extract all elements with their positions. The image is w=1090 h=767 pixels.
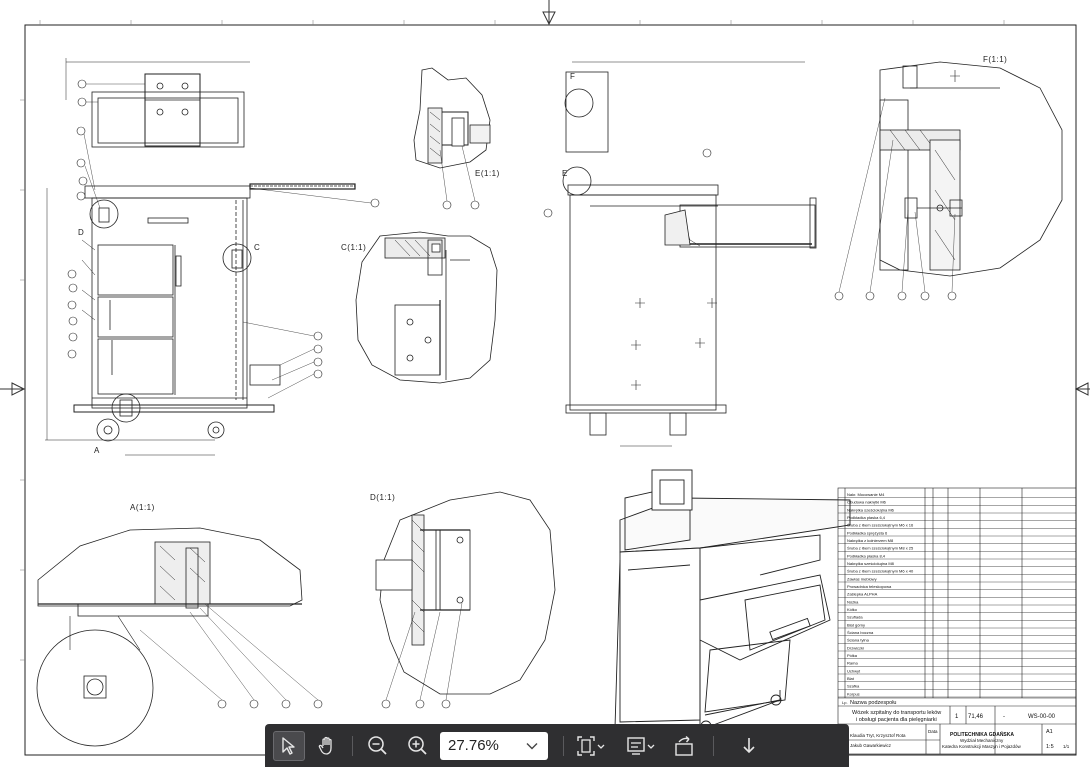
detail-c — [355, 231, 498, 384]
parts-list-item: Nakr. Mocowanie M4 — [847, 492, 885, 497]
zoom-level-value: 27.76% — [448, 737, 499, 754]
download-button[interactable] — [733, 731, 765, 761]
select-tool-button[interactable] — [273, 730, 305, 761]
isometric-view — [614, 469, 851, 732]
faculty-name: Wydział Mechaniczny — [960, 738, 1004, 743]
fit-page-icon — [577, 735, 605, 756]
detail-e — [413, 67, 491, 169]
title-dash: - — [1003, 714, 1005, 720]
parts-list-item: Zawias meblowy — [847, 576, 877, 581]
university-name: POLITECHNIKA GDAŃSKA — [950, 730, 1014, 738]
parts-list-item: Zaślepka ALPHA — [847, 592, 878, 597]
parts-list-item: Nakrętka z kołnierzem M8 — [847, 538, 894, 543]
parts-list-item: Nakrętka sześciokątna M8 — [847, 561, 895, 566]
toolbar-separator — [563, 735, 564, 756]
rotate-button[interactable] — [669, 731, 701, 761]
side-view — [562, 61, 817, 447]
pdf-toolbar: 27.76% — [265, 724, 849, 767]
zoom-level-dropdown[interactable]: 27.76% — [440, 731, 548, 760]
front-view — [45, 58, 356, 456]
parts-list-item: Kółko — [847, 607, 858, 612]
parts-list-item: Nóżka — [847, 599, 859, 604]
parts-list-item: Śruba z łbem sześciokątnym M8 x 25 — [847, 546, 914, 551]
parts-list-item: Korpus — [847, 691, 860, 696]
front-view-balloons — [67, 79, 380, 379]
parts-list-item: Drzwiczki — [847, 645, 864, 650]
fit-page-button[interactable] — [573, 731, 609, 761]
drawing-number: WS-00-00 — [1028, 714, 1056, 720]
zoom-out-button[interactable] — [362, 731, 394, 761]
title-line-2: i obsługi pacjenta dla pielęgniarki — [856, 717, 937, 723]
parts-list-item: Szafka — [847, 684, 860, 689]
toolbar-separator — [352, 735, 353, 756]
detail-e-label: E(1:1) — [475, 169, 500, 178]
parts-list-item: Blat — [847, 676, 855, 681]
detail-e-balloons — [442, 200, 480, 210]
page-layout-icon — [627, 736, 655, 755]
detail-d-balloons — [381, 699, 451, 709]
zoom-in-icon — [408, 735, 427, 755]
chevron-down-icon — [526, 742, 538, 749]
parts-list-item: Rama — [847, 661, 858, 666]
detail-d-label: D(1:1) — [370, 493, 395, 502]
detail-a-label: A(1:1) — [130, 503, 155, 512]
department-name: Katedra Konstrukcji Maszyn i Pojazdów — [942, 744, 1022, 749]
detail-f-balloons — [834, 291, 957, 301]
parts-list-item: Podkładka płaska 8,4 — [847, 553, 886, 558]
title-line-1: Wózek szpitalny do transportu leków — [852, 710, 941, 716]
detail-f-label: F(1:1) — [983, 55, 1007, 64]
title-mass: 71,46 — [968, 714, 984, 720]
detail-f — [879, 61, 1063, 277]
title-block — [838, 697, 1076, 754]
page-view-button[interactable] — [623, 731, 659, 761]
side-view-balloons — [543, 148, 712, 218]
rotate-icon — [675, 735, 693, 756]
zoom-out-icon — [368, 735, 387, 755]
download-arrow-icon — [743, 737, 755, 753]
parts-list-item: Szuflada — [847, 615, 863, 620]
parts-list — [837, 487, 1077, 755]
sheet-value: 1/1 — [1063, 744, 1070, 749]
parts-list-item: Śruba z łbem sześciokątnym M6 x 16 — [847, 523, 914, 528]
pan-tool-button[interactable] — [311, 731, 343, 761]
zoom-in-button[interactable] — [402, 731, 434, 761]
scale-value: 1:5 — [1046, 744, 1054, 750]
detail-a — [36, 527, 303, 747]
parts-list-rows: Nakr. Mocowanie M4 Obudowa nakrętki M6 Nak… — [838, 492, 1076, 698]
parts-list-item: Uchwyt — [847, 668, 861, 673]
view-marker-d: D — [78, 228, 84, 237]
detail-a-balloons — [217, 699, 323, 709]
parts-list-item: Nakrętka sześciokątna M6 — [847, 507, 895, 512]
parts-list-item: Śruba z łbem sześciokątnym M6 x 40 — [847, 569, 914, 574]
checker-name: Jakub Gawarkiewicz — [850, 743, 892, 748]
view-marker-c: C — [254, 243, 260, 252]
hand-icon — [318, 736, 332, 755]
title-lp-label: Lp. — [842, 700, 848, 705]
detail-d — [375, 491, 556, 695]
parts-list-item: Obudowa nakrętki M6 — [847, 500, 887, 505]
parts-list-item: Podkładka płaska 6,4 — [847, 515, 886, 520]
toolbar-separator — [713, 735, 714, 756]
view-marker-a: A — [94, 446, 100, 455]
designer-name: Klaudia Tryt, Krzysztof Rota — [850, 733, 906, 738]
detail-c-label: C(1:1) — [341, 243, 366, 252]
parts-list-item: Ściana tylna — [847, 638, 870, 643]
parts-list-item: Półka — [847, 653, 858, 658]
parts-list-item: Prowadnica teleskopowa — [847, 584, 892, 589]
format-value: A1 — [1046, 729, 1053, 735]
parts-list-item: Podkładka sprężysta 6 — [847, 530, 888, 535]
parts-list-item: Blat górny — [847, 622, 865, 627]
parts-list-item: Ściana boczna — [847, 630, 874, 635]
view-marker-e: E — [562, 169, 568, 178]
view-marker-f: F — [570, 72, 575, 81]
title-qty: 1 — [955, 714, 959, 720]
title-heading-label: Nazwa podzespołu — [850, 700, 896, 706]
date-label: Data — [928, 729, 938, 734]
cursor-arrow-icon — [282, 736, 295, 755]
